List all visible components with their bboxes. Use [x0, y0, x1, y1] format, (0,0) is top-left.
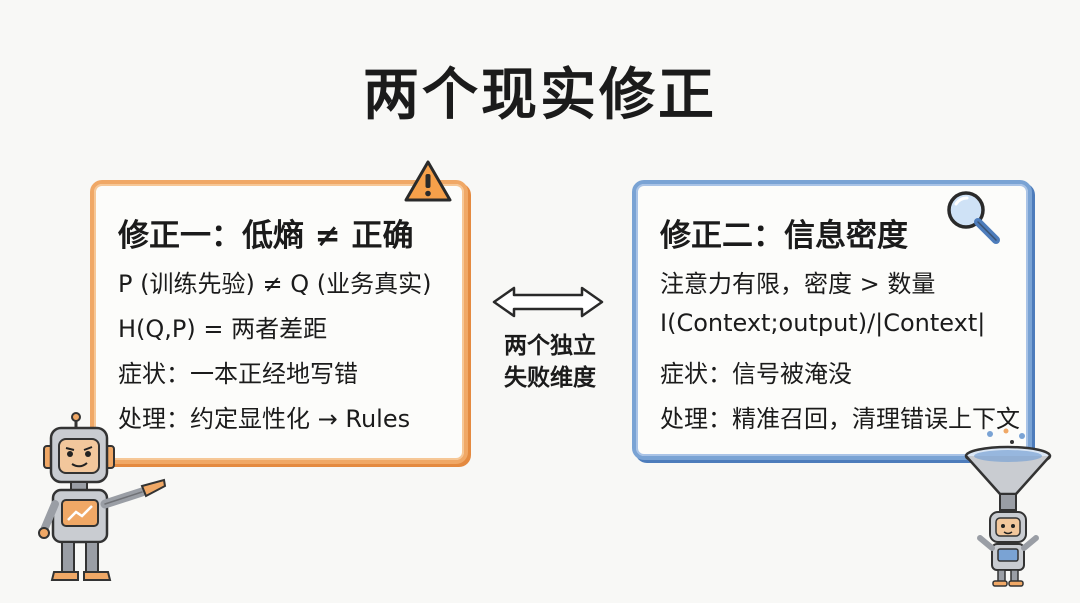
pointing-robot-illustration — [38, 412, 167, 581]
correction-two-line-4: 处理：精准召回，清理错误上下文 — [660, 405, 1020, 433]
double-arrow-icon — [492, 286, 604, 318]
middle-label-line-2: 失败维度 — [504, 365, 596, 391]
correction-one-line-4: 处理：约定显性化 → Rules — [118, 405, 411, 433]
correction-one-line-3: 症状：一本正经地写错 — [118, 360, 358, 388]
correction-one-title: 修正一：低熵 ≠ 正确 — [118, 218, 414, 254]
page-title: 两个现实修正 — [363, 63, 717, 128]
correction-two-line-2: I(Context;output)/|Context| — [660, 309, 986, 337]
correction-two-line-3: 症状：信号被淹没 — [660, 360, 852, 388]
correction-two-line-1: 注意力有限，密度 > 数量 — [660, 270, 936, 298]
warning-icon — [404, 160, 452, 202]
correction-one-line-2: H(Q,P) = 两者差距 — [118, 315, 328, 343]
funnel-robot-illustration — [964, 428, 1052, 587]
independent-dimensions-label: 两个独立 失败维度 — [492, 330, 608, 394]
correction-one-card: 修正一：低熵 ≠ 正确 P (训练先验) ≠ Q (业务真实) H(Q,P) =… — [90, 180, 468, 464]
correction-one-line-1: P (训练先验) ≠ Q (业务真实) — [118, 270, 432, 298]
middle-label-line-1: 两个独立 — [504, 333, 596, 359]
magnifier-icon — [947, 191, 1000, 244]
correction-two-title: 修正二：信息密度 — [660, 218, 908, 254]
